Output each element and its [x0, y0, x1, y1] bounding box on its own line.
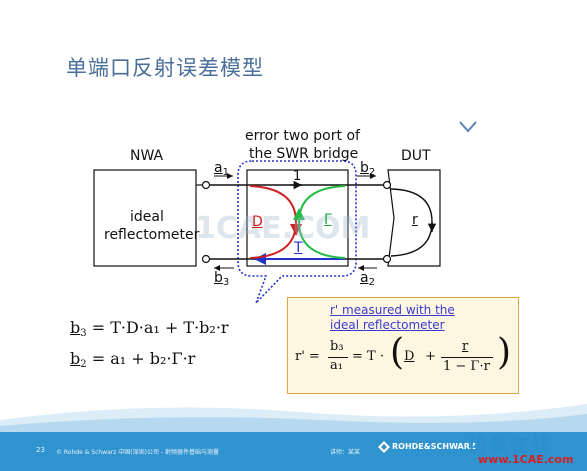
dut-label: DUT — [401, 148, 431, 164]
port-a2 — [382, 254, 392, 264]
r-label: r — [412, 212, 418, 228]
right-paren: ) — [497, 332, 512, 373]
port-a1 — [201, 180, 211, 190]
dotted-callout-outline — [237, 160, 357, 304]
callout-mid: = T · — [352, 349, 384, 364]
footer-company: © Rohde & Schwarz 中国(深圳)公司 - 射频器件基础与测量 — [56, 449, 219, 456]
error-label-line1: error two port of — [245, 128, 360, 144]
frac1-bar — [328, 357, 348, 358]
t-label: T — [294, 240, 303, 256]
frac1-num: b₃ — [330, 339, 344, 354]
d-label: D — [252, 214, 263, 230]
port-b2 — [382, 180, 392, 190]
reflectometer-label: reflectometer — [104, 227, 200, 243]
frac2-den: 1 − Γ·r — [443, 359, 490, 374]
decorative-wave — [0, 404, 587, 434]
rs-logo-icon — [378, 441, 390, 453]
callout-heading: r' measured with the ideal reflectometer — [330, 303, 455, 332]
footer-presenter: 讲师：某某 — [330, 449, 361, 456]
footer-bar — [0, 432, 587, 471]
nwa-box — [93, 169, 197, 267]
left-paren: ( — [390, 332, 405, 373]
brand-text: 仿真在线 — [468, 434, 553, 456]
gamma-label: Γ — [324, 212, 332, 228]
callout-d: D — [404, 349, 415, 364]
dut-shape — [387, 169, 441, 267]
b3-label: b3 — [214, 270, 230, 288]
watermark: 1CAE.COM — [195, 211, 370, 246]
callout-lhs: r' = — [295, 349, 320, 364]
chevron-down-icon — [459, 121, 477, 133]
equation-1: b3 = T·D·a₁ + T·b₂·r — [70, 318, 229, 339]
nwa-label: NWA — [130, 148, 164, 164]
callout-box — [287, 297, 519, 394]
callout-plus: + — [425, 349, 436, 364]
path-1-label: 1 — [293, 169, 302, 184]
b2-label: b2 — [360, 160, 376, 178]
port-b3 — [201, 254, 211, 264]
a2-label: a2 — [360, 270, 375, 288]
error-label-line2: the SWR bridge — [249, 146, 359, 162]
rs-logo-text: ROHDE&SCHWARZ — [392, 442, 476, 451]
frac1-den: a₁ — [330, 358, 343, 373]
frac2-bar — [441, 357, 493, 358]
frac2-num: r — [462, 339, 469, 354]
page-title: 单端口反射误差模型 — [66, 56, 264, 80]
equation-2: b2 = a₁ + b₂·Γ·r — [70, 349, 196, 370]
ideal-label: ideal — [130, 209, 164, 225]
page-number: 23 — [36, 446, 45, 454]
a1-label: a1 — [214, 160, 229, 178]
brand-url: www.1CAE.com — [478, 453, 574, 466]
